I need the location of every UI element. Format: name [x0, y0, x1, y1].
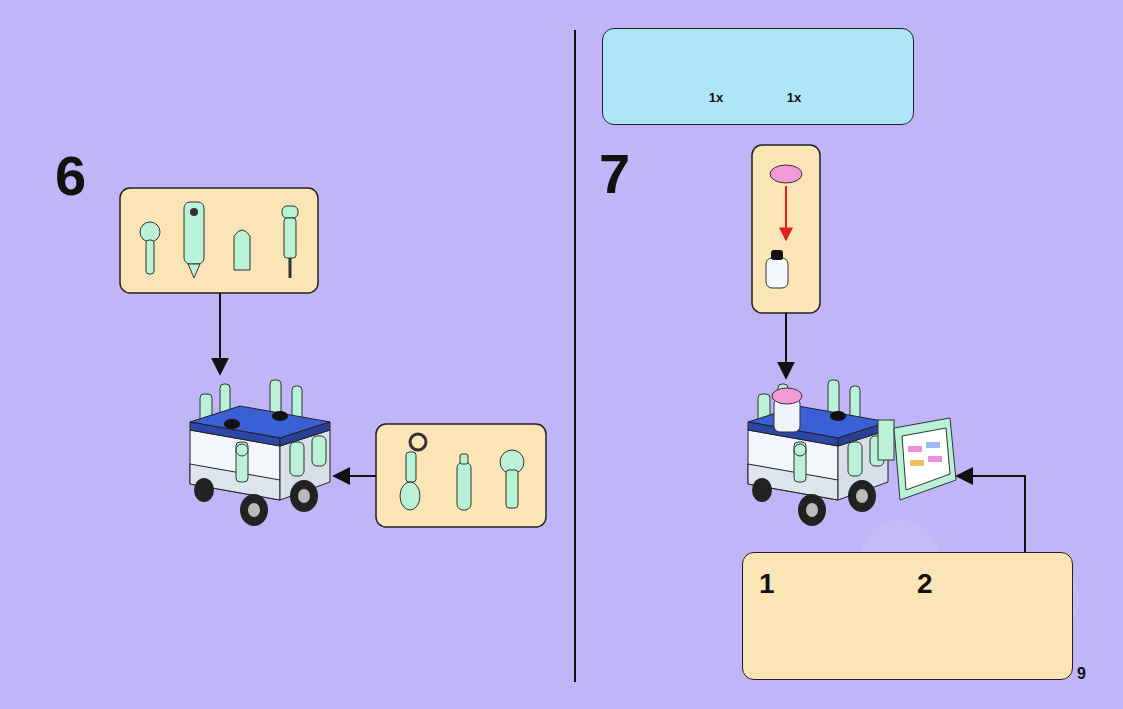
- part-count: 1x: [709, 91, 723, 104]
- cart-model: [748, 380, 888, 526]
- step-number: 7: [599, 146, 630, 202]
- cart-model: [190, 380, 330, 526]
- assembly-arrow: [957, 476, 1025, 552]
- step-number: 6: [55, 148, 86, 204]
- parts-callout: [376, 424, 546, 527]
- assembly-arrow: [785, 313, 787, 378]
- parts-list-box: 1x 1x: [602, 28, 914, 125]
- subassembly-box: 12: [742, 552, 1073, 680]
- parts-callout: [120, 188, 318, 293]
- substep-number: 2: [917, 570, 933, 598]
- step-divider: [574, 30, 576, 682]
- tablet-on-cart: [878, 418, 956, 500]
- cup-on-cart: [772, 388, 802, 432]
- subassembly-callout: [752, 145, 820, 313]
- assembly-arrow: [219, 293, 221, 374]
- part-count: 1x: [787, 91, 801, 104]
- substep-number: 1: [759, 570, 775, 598]
- assembly-arrow: [334, 475, 376, 477]
- page-number: 9: [1077, 666, 1086, 682]
